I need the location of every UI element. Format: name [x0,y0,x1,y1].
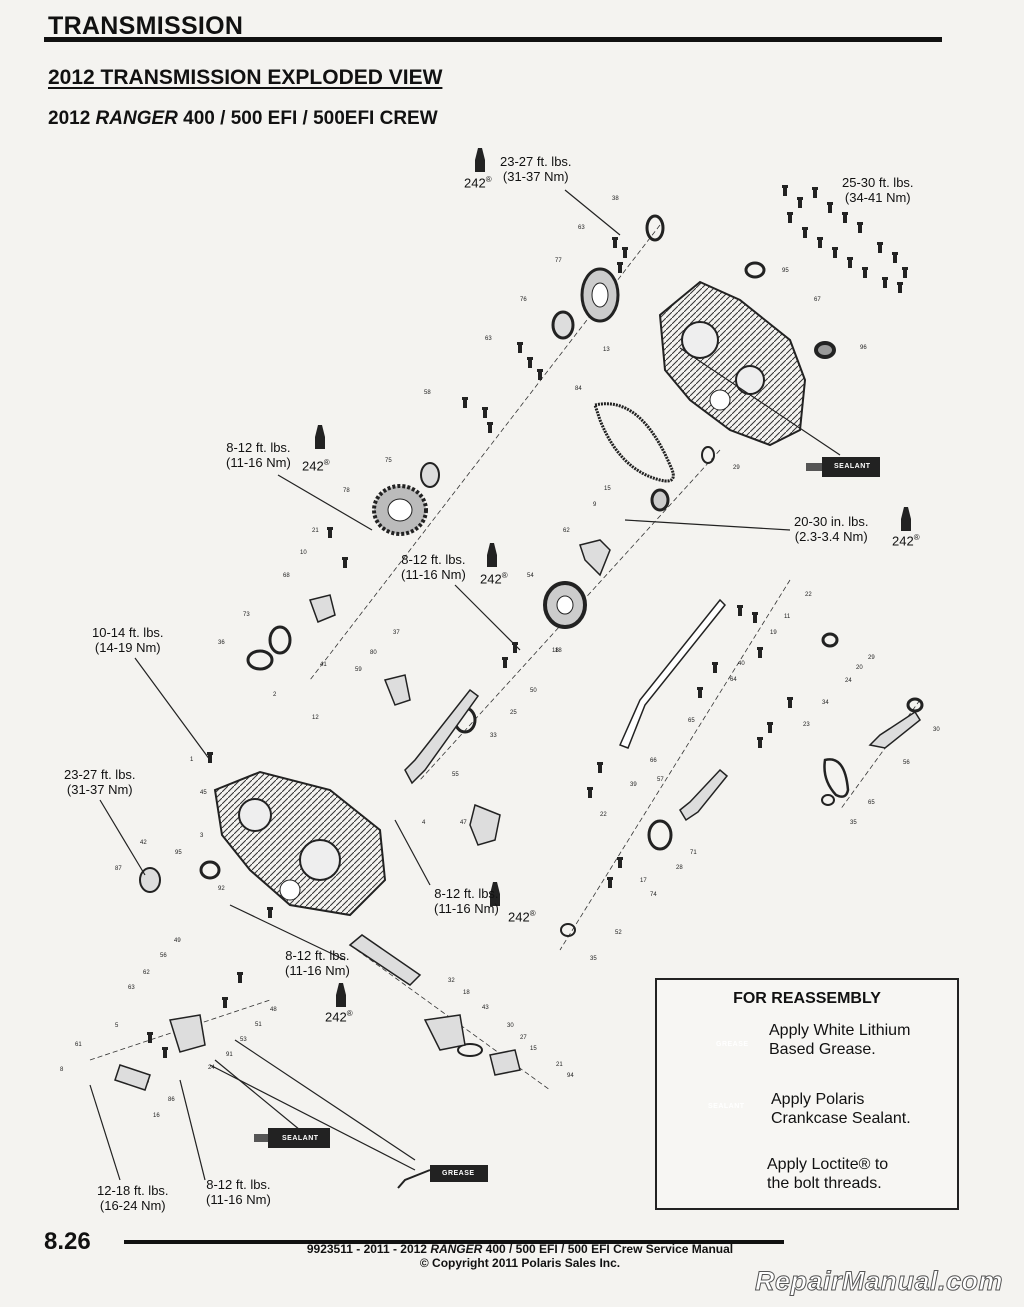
loctite-ref: 242® [892,533,920,549]
section-title: TRANSMISSION [48,12,244,40]
diagram-tubes [254,457,880,1189]
sealant-tube-label: SEALANT [708,1103,745,1110]
small-parts [147,185,908,1058]
torque-spec: 10-14 ft. lbs.(14-19 Nm) [92,625,164,655]
torque-spec: 23-27 ft. lbs.(31-37 Nm) [64,767,136,797]
left-case-half [213,770,387,917]
page-number: 8.26 [44,1228,91,1255]
loctite-ref: 242® [508,909,536,925]
torque-spec: 8-12 ft. lbs.(11-16 Nm) [434,886,499,916]
shafts [348,598,921,986]
loctite-ref: 242® [302,458,330,474]
torque-spec: 20-30 in. lbs.(2.3-3.4 Nm) [794,514,869,544]
watermark: RepairManual.com [754,1266,1004,1297]
loctite-ref: 242® [464,175,492,191]
drive-belt [593,402,675,483]
torque-spec: 8-12 ft. lbs.(11-16 Nm) [226,440,291,470]
footer-rule [124,1240,784,1244]
torque-spec: 25-30 ft. lbs.(34-41 Nm) [842,175,914,205]
header-rule [44,37,942,42]
loctite-ref: 242® [325,1009,353,1025]
torque-spec: 12-18 ft. lbs.(16-24 Nm) [97,1183,169,1213]
sealant-tube-label: SEALANT [834,463,871,470]
model-subtitle: 2012 RANGER 400 / 500 EFI / 500EFI CREW [48,108,438,129]
sealant-tube-label: SEALANT [282,1135,319,1142]
page-title: 2012 TRANSMISSION EXPLODED VIEW [48,66,443,89]
right-case-half [658,280,807,447]
torque-spec: 8-12 ft. lbs.(11-16 Nm) [285,948,350,978]
footer-text: 9923511 - 2011 - 2012 RANGER 400 / 500 E… [306,1242,734,1270]
grease-tube-label: GREASE [716,1041,749,1048]
legend-title: FOR REASSEMBLY [733,990,881,1007]
loctite-ref: 242® [480,571,508,587]
grease-tube-label: GREASE [442,1170,475,1177]
leader-lines [89,189,841,1181]
torque-spec: 8-12 ft. lbs.(11-16 Nm) [401,552,466,582]
torque-spec: 8-12 ft. lbs.(11-16 Nm) [206,1177,271,1207]
gears [131,214,924,1087]
loctite-bottles [315,148,911,1007]
small-belt [823,758,850,798]
torque-spec: 23-27 ft. lbs.(31-37 Nm) [500,154,572,184]
shift-forks [114,539,611,1091]
